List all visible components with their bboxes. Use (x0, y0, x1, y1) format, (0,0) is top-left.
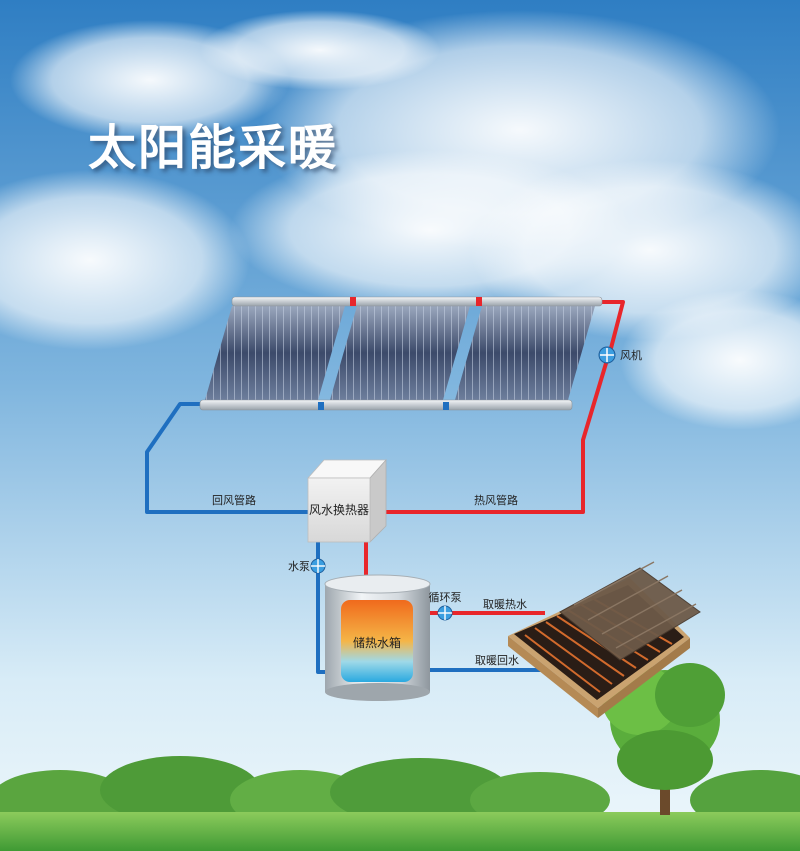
solar-panel-2 (330, 306, 470, 400)
clouds (0, 10, 800, 430)
hot-air-pipe-label: 热风管路 (474, 493, 518, 507)
page-title: 太阳能采暖 (88, 120, 339, 176)
pump-to-tank-pipe (316, 542, 325, 674)
fan-label: 风机 (620, 348, 642, 362)
solar-panel-3 (455, 306, 595, 400)
air-water-exchanger-label: 风水换热器 (309, 503, 369, 517)
collector-to-fan-pipe (600, 300, 625, 353)
heating-supply-label: 取暖热水 (483, 598, 527, 611)
hot-air-pipe (384, 359, 609, 514)
cold-pipes (145, 402, 545, 674)
fan-icon (598, 346, 616, 364)
circulation-pump-label: 循环泵 (429, 591, 462, 604)
heating-return-label: 取暖回水 (475, 654, 519, 667)
circulation-pump-icon (437, 605, 453, 621)
floor-heating-section (508, 561, 701, 718)
labels: 风机 回风管路 热风管路 风水换热器 水泵 储热水箱 循环泵 取暖热水 取暖回水 (212, 348, 642, 667)
water-pump-label: 水泵 (288, 560, 310, 573)
heat-storage-tank-label: 储热水箱 (353, 635, 401, 650)
solar-collectors (199, 296, 603, 411)
bottom-header-rail (199, 399, 573, 411)
return-air-pipe (145, 402, 308, 514)
return-air-pipe-label: 回风管路 (212, 493, 256, 507)
top-header-rail (231, 296, 603, 307)
air-water-exchanger (307, 458, 387, 543)
heat-storage-tank (324, 574, 431, 701)
water-pump-icon (310, 558, 326, 574)
ground (0, 756, 800, 851)
solar-panel-1 (205, 306, 345, 400)
